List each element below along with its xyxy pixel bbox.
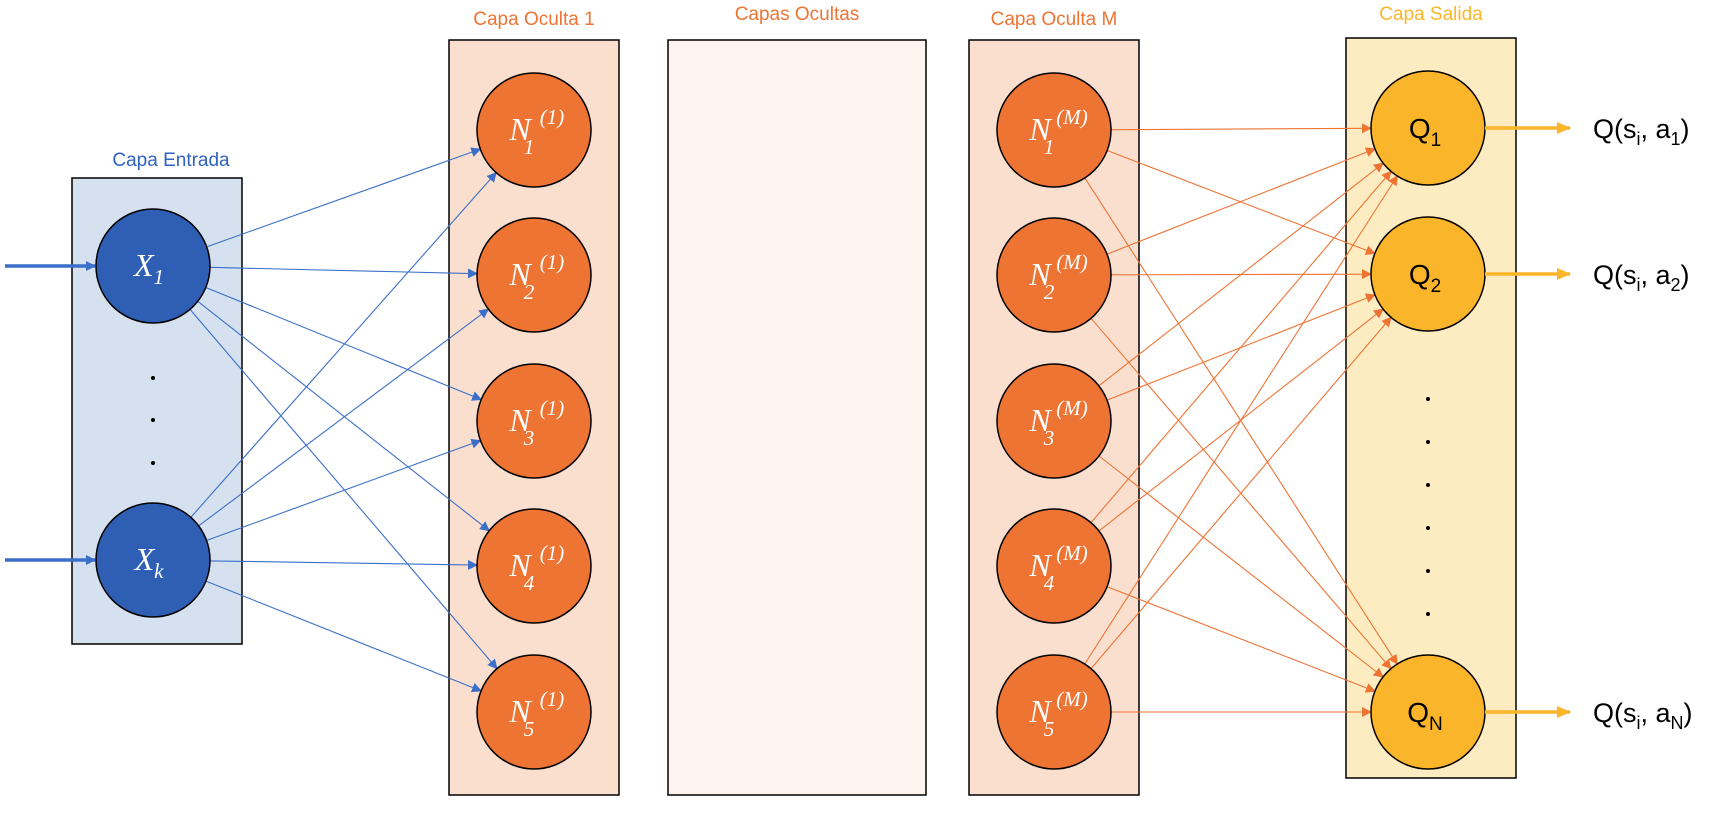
input-hidden1-edge-1-4 — [197, 300, 491, 532]
hiddenM-node-sup: (M) — [1056, 250, 1087, 274]
hiddenM-node-base: N — [1028, 402, 1052, 438]
output-node-label: Q2 — [1409, 259, 1441, 297]
hiddenm-output-edge-5-2 — [1090, 316, 1392, 670]
hidden1-node-base: N — [508, 547, 532, 583]
output-ellipsis — [1426, 397, 1430, 616]
hidden1-node-5: N5(1) — [476, 654, 592, 770]
hidden1-node-base: N — [508, 693, 532, 729]
hidden1-node-base: N — [508, 111, 532, 147]
hiddenM-node-base: N — [1028, 256, 1052, 292]
output-node-1: Q1 — [1370, 70, 1486, 186]
hiddenM-node-circle — [996, 363, 1112, 479]
hiddenM-node-circle — [996, 72, 1112, 188]
output-layer-title: Capa Salida — [1379, 4, 1483, 25]
hidden1-node-circle — [476, 363, 592, 479]
input-node-circle — [95, 502, 211, 618]
hiddenm-output-edge-3-1 — [1098, 162, 1384, 387]
hidden1-node-sup: (1) — [540, 250, 565, 274]
hiddenM-node-sup: (M) — [1056, 105, 1087, 129]
input-node-circle — [95, 208, 211, 324]
hidden1-node-circle — [476, 72, 592, 188]
output-label-2: Q(si, a2) — [1593, 260, 1690, 295]
hiddenm-output-edge-4-1 — [1090, 170, 1392, 524]
hiddenM-node-sup: (M) — [1056, 541, 1087, 565]
hiddenM-node-sub: 3 — [1043, 426, 1055, 450]
hidden-layers-middle-box — [667, 39, 927, 796]
hidden1-node-sup: (1) — [540, 541, 565, 565]
hiddenM-node-circle — [996, 217, 1112, 333]
input-hidden1-edge-1-2 — [209, 266, 479, 279]
hidden1-node-circle — [476, 508, 592, 624]
hidden1-node-4: N4(1) — [476, 508, 592, 624]
hidden-layer-1-title: Capa Oculta 1 — [473, 9, 594, 30]
output-node-label: Q1 — [1409, 113, 1441, 151]
hidden1-node-sub: 1 — [524, 135, 535, 159]
hidden1-node-base: N — [508, 402, 532, 438]
input-ellipsis — [151, 376, 155, 465]
hidden1-node-sub: 3 — [523, 426, 535, 450]
hiddenM-node-base: N — [1028, 693, 1052, 729]
hidden1-node-sup: (1) — [540, 687, 565, 711]
hidden-layer-m-title: Capa Oculta M — [991, 9, 1118, 30]
hidden-layers-middle-title: Capas Ocultas — [735, 4, 860, 25]
hidden1-node-sup: (1) — [540, 396, 565, 420]
output-node-2: Q2 — [1370, 216, 1486, 332]
input-hidden1-edge-2-5 — [205, 580, 482, 693]
hiddenM-node-base: N — [1028, 547, 1052, 583]
input-hidden1-edge-1-3 — [205, 286, 483, 401]
network-nodes: X1XkN1(1)N2(1)N3(1)N4(1)N5(1)N1(M)N2(M)N… — [95, 70, 1486, 770]
hiddenm-output-edge-1-1 — [1110, 123, 1373, 134]
input-hidden1-edge-1-5 — [189, 308, 498, 670]
connection-edges — [189, 123, 1398, 717]
output-node-3: QN — [1370, 654, 1486, 770]
hidden1-node-circle — [476, 654, 592, 770]
hiddenM-node-sup: (M) — [1056, 396, 1087, 420]
hidden1-node-sub: 5 — [524, 717, 535, 741]
hiddenM-node-sub: 4 — [1044, 571, 1055, 595]
hiddenM-node-sub: 1 — [1044, 135, 1055, 159]
input-layer-title: Capa Entrada — [112, 150, 230, 171]
hiddenM-node-sub: 2 — [1044, 280, 1055, 304]
hidden1-node-3: N3(1) — [476, 363, 592, 479]
hiddenM-node-base: N — [1028, 111, 1052, 147]
hiddenM-node-2: N2(M) — [996, 217, 1112, 333]
hiddenM-node-sup: (M) — [1056, 687, 1087, 711]
hidden1-node-1: N1(1) — [476, 72, 592, 188]
input-node-1: X1 — [95, 208, 211, 324]
hiddenM-node-circle — [996, 508, 1112, 624]
output-values: Q(si, a1) Q(si, a2) Q(si, aN) — [1485, 114, 1693, 733]
hidden1-node-sub: 2 — [524, 280, 535, 304]
hiddenM-node-3: N3(M) — [996, 363, 1112, 479]
input-hidden1-edge-2-3 — [206, 438, 482, 541]
hiddenM-node-5: N5(M) — [996, 654, 1112, 770]
hiddenM-node-1: N1(M) — [996, 72, 1112, 188]
hidden1-node-sup: (1) — [540, 105, 565, 129]
input-hidden1-edge-1-1 — [206, 147, 482, 248]
input-node-2: Xk — [95, 502, 211, 618]
output-label-1: Q(si, a1) — [1593, 114, 1690, 149]
input-node-label: Xk — [133, 541, 165, 583]
output-node-label: QN — [1407, 697, 1443, 735]
hidden1-node-sub: 4 — [524, 571, 535, 595]
hidden1-node-circle — [476, 217, 592, 333]
hiddenm-output-edge-4-3 — [1106, 586, 1376, 693]
hidden1-node-base: N — [508, 256, 532, 292]
hiddenm-output-edge-2-1 — [1106, 147, 1376, 255]
hiddenm-output-edge-3-3 — [1098, 455, 1384, 678]
hiddenm-output-edge-5-1 — [1084, 175, 1398, 665]
hiddenM-node-circle — [996, 654, 1112, 770]
hiddenM-node-4: N4(M) — [996, 508, 1112, 624]
hiddenM-node-sub: 5 — [1044, 717, 1055, 741]
input-hidden1-edge-2-2 — [198, 308, 490, 527]
input-hidden1-edge-2-4 — [209, 559, 479, 570]
input-hidden1-edge-2-1 — [190, 171, 497, 518]
input-node-label: X1 — [132, 247, 164, 289]
output-label-3: Q(si, aN) — [1593, 698, 1693, 733]
hidden1-node-2: N2(1) — [476, 217, 592, 333]
